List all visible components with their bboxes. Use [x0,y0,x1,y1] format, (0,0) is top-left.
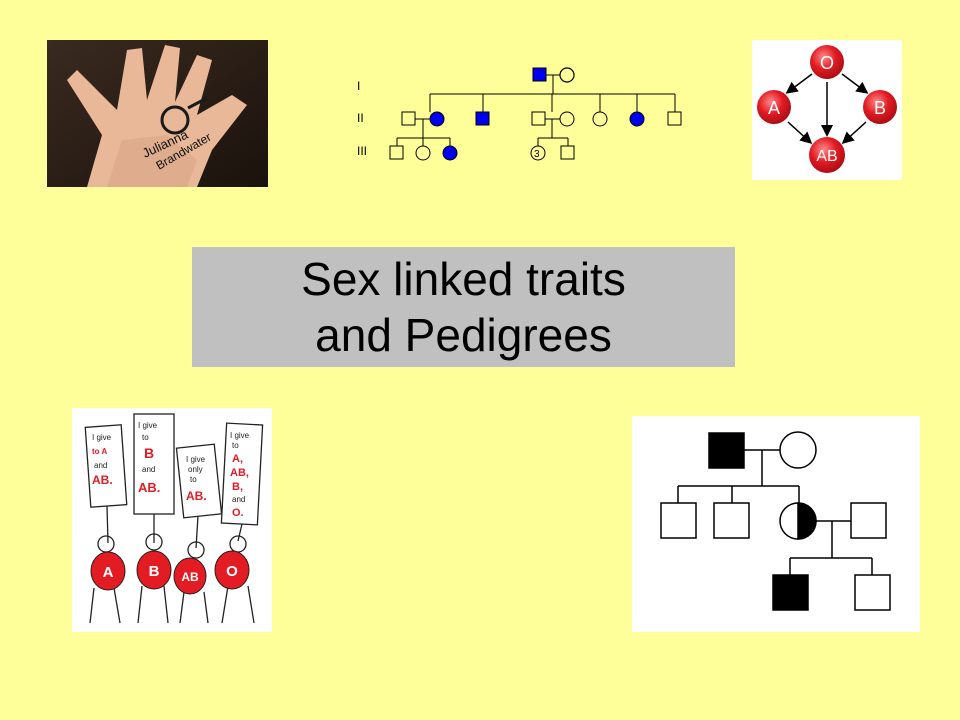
sign2-line4: and [142,465,155,474]
generation-label-3: III [357,144,367,158]
sign4-line5: B, [232,481,243,493]
blood-type-diagram: O A B AB [752,40,902,180]
sign2-line5: AB. [138,480,160,495]
sign4-line7: O. [232,507,244,519]
sign3-line2: only [188,465,203,474]
cell-ab: AB [816,148,837,165]
sign1-line3: and [94,461,107,470]
sign2-line2: to [142,433,149,442]
pedigree-large [632,416,920,632]
sign3-line4: AB. [186,489,207,503]
sign3-line1: I give [186,455,206,464]
title-line-1: Sex linked traits [301,253,626,305]
sign4-line6: and [232,495,245,504]
hand-photo: Julianna Brandwater [47,40,268,187]
sign4-line1: I give [230,431,250,440]
cell-a: A [768,98,780,118]
sign1-line2: to A [92,447,107,456]
child-count-label: 3 [534,149,540,160]
title-box: Sex linked traits and Pedigrees [192,247,735,367]
cell-o: O [820,53,834,73]
sign1-line1: I give [92,433,112,442]
sign4-line3: A, [232,453,243,465]
shirt-b: B [149,563,160,580]
cartoon-donors: I give to A and AB. I give to B and AB. … [72,408,272,632]
title-line-2: and Pedigrees [315,309,612,361]
pedigree-small: I II III [355,60,685,170]
sign3-line3: to [190,475,197,484]
cell-b: B [874,98,886,118]
shirt-a: A [103,564,114,581]
sign2-line1: I give [138,421,158,430]
sign2-line3: B [144,445,154,461]
generation-label-2: II [357,111,364,125]
sign1-line4: AB. [92,473,113,487]
sign4-line2: to [232,441,239,450]
shirt-o: O [226,563,238,580]
shirt-ab: AB [181,570,199,584]
generation-label-1: I [357,79,360,93]
sign4-line4: AB, [230,467,249,479]
